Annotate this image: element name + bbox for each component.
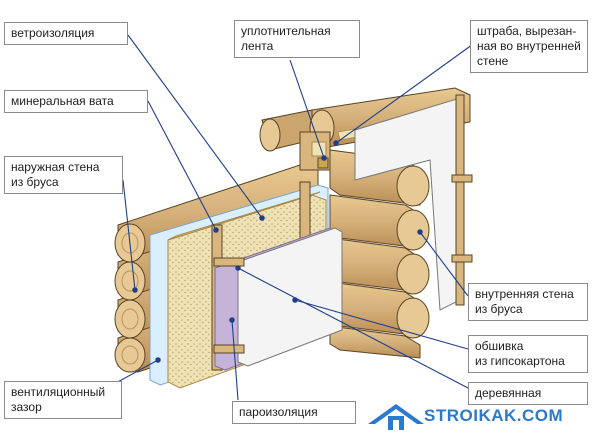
inner-wall-logs	[329, 149, 430, 359]
label-drywall: обшивка из гипсокартона	[468, 335, 588, 373]
label-wind-barrier: ветроизоляция	[4, 22, 128, 45]
outer-drywall	[237, 227, 343, 367]
leader-lines	[102, 34, 477, 401]
site-logo-text: STROIKAK.COM	[424, 406, 564, 425]
label-groove: штраба, вырезан- ная во внутренней стене	[470, 20, 588, 73]
inner-wall	[259, 87, 473, 359]
label-outer-wall: наружная стена из бруса	[4, 156, 123, 194]
logo-house-icon	[368, 404, 424, 430]
corner-junction	[299, 131, 331, 171]
label-vapor-barrier: пароизоляция	[232, 401, 356, 424]
label-mineral-wool: минеральная вата	[4, 90, 148, 113]
label-sealing-tape: уплотнительная лента	[234, 20, 360, 58]
outer-wall	[114, 164, 343, 389]
label-inner-wall: внутренняя стена из бруса	[468, 283, 588, 321]
label-wood-frame: деревянная	[468, 382, 588, 405]
label-ventilation-gap: вентиляционный зазор	[4, 381, 122, 419]
